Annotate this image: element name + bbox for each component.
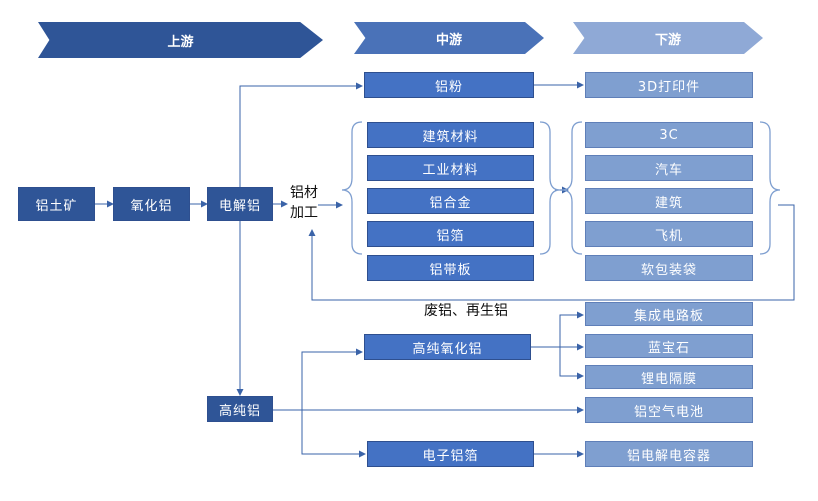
node-air-battery-label: 铝空气电池	[633, 404, 704, 420]
node-electronic-foil-label: 电子铝箔	[422, 448, 479, 464]
node-construction-label: 建筑	[654, 195, 683, 211]
node-electrolytic-aluminum: 电解铝	[207, 187, 273, 221]
node-3c: 3C	[585, 122, 753, 148]
node-aluminum-foil: 铝箔	[367, 221, 534, 247]
node-aluminum-strip: 铝带板	[367, 255, 534, 281]
node-alumina: 氧化铝	[113, 187, 190, 221]
node-sapphire-label: 蓝宝石	[647, 340, 690, 356]
stage-midstream-banner: 中游	[354, 22, 544, 54]
node-aircraft: 飞机	[585, 221, 753, 247]
recycle-label-text: 废铝、再生铝	[424, 303, 508, 319]
node-construction: 建筑	[585, 188, 753, 214]
node-separator-label: 锂电隔膜	[640, 371, 697, 387]
node-sapphire: 蓝宝石	[585, 334, 753, 358]
node-building-material-label: 建筑材料	[422, 129, 479, 145]
node-automobile: 汽车	[585, 155, 753, 181]
node-aluminum-powder: 铝粉	[364, 72, 534, 98]
stage-upstream-banner: 上游	[38, 22, 323, 58]
node-electrolytic-label: 电解铝	[218, 198, 261, 214]
stage-midstream-label: 中游	[435, 32, 462, 48]
node-industrial-material-label: 工业材料	[422, 162, 479, 178]
node-aluminum-processing: 铝材 加工	[290, 183, 318, 223]
node-alloy-label: 铝合金	[429, 195, 472, 211]
node-bauxite-label: 铝土矿	[35, 198, 78, 214]
stage-downstream-label: 下游	[654, 32, 681, 48]
node-lithium-separator: 锂电隔膜	[585, 365, 753, 389]
node-capacitor-label: 铝电解电容器	[626, 448, 711, 464]
recycle-label: 废铝、再生铝	[424, 300, 508, 320]
node-ic-board: 集成电路板	[585, 302, 753, 326]
node-industrial-material: 工业材料	[367, 155, 534, 181]
node-building-material: 建筑材料	[367, 122, 534, 148]
node-air-battery: 铝空气电池	[585, 397, 753, 423]
node-3c-label: 3C	[659, 127, 679, 143]
node-alumina-label: 氧化铝	[130, 198, 173, 214]
processing-label-line1: 铝材	[290, 185, 318, 201]
node-3d-print-label: 3D打印件	[637, 79, 701, 95]
node-hp-alumina-label: 高纯氧化铝	[412, 341, 483, 357]
node-high-purity-aluminum: 高纯铝	[207, 396, 273, 422]
node-powder-label: 铝粉	[434, 79, 463, 95]
node-aircraft-label: 飞机	[654, 228, 683, 244]
node-foil-label: 铝箔	[436, 228, 465, 244]
node-automobile-label: 汽车	[654, 162, 683, 178]
node-high-purity-alumina: 高纯氧化铝	[364, 334, 531, 360]
node-high-purity-label: 高纯铝	[218, 403, 261, 419]
stage-upstream-label: 上游	[167, 34, 194, 50]
node-bauxite: 铝土矿	[18, 187, 95, 221]
processing-label-line2: 加工	[290, 205, 318, 221]
stage-downstream-banner: 下游	[573, 22, 763, 54]
node-packaging-label: 软包装袋	[640, 262, 697, 278]
node-electrolytic-capacitor: 铝电解电容器	[585, 441, 753, 467]
node-ic-board-label: 集成电路板	[633, 308, 704, 324]
node-electronic-foil: 电子铝箔	[367, 441, 534, 467]
node-strip-label: 铝带板	[429, 262, 472, 278]
node-3d-print: 3D打印件	[585, 72, 753, 98]
node-packaging: 软包装袋	[585, 255, 753, 281]
node-aluminum-alloy: 铝合金	[367, 188, 534, 214]
